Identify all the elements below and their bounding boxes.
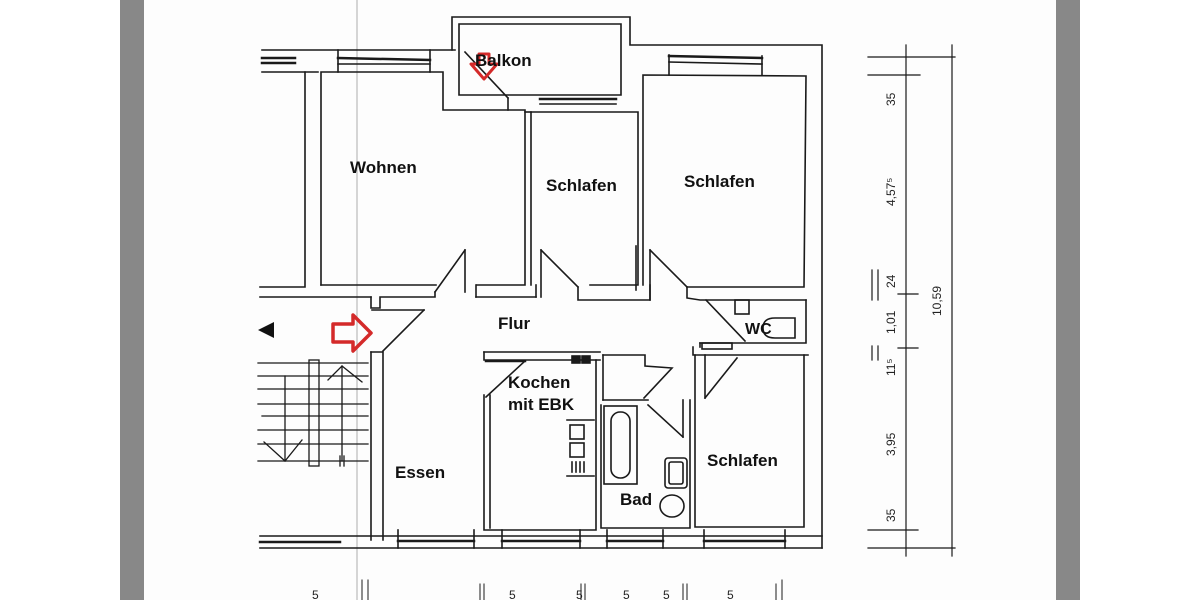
dim-bottom-2: 5	[509, 588, 516, 602]
room-bad-walls	[600, 354, 691, 529]
left-frame-bar	[120, 0, 144, 600]
room-schlafen-1-walls	[475, 111, 651, 301]
dim-bottom-4: 5	[623, 588, 630, 602]
room-label-schlafen-3: Schlafen	[707, 451, 778, 470]
hallway-walls	[370, 308, 426, 541]
dim-label-total: 10,59	[930, 285, 944, 316]
room-label-kochen-line1: Kochen	[508, 373, 571, 392]
room-label-schlafen-1: Schlafen	[546, 176, 617, 195]
dim-bottom-3: 5	[576, 588, 583, 602]
top-left-windows	[260, 49, 456, 73]
dim-bottom-1: 5	[312, 588, 319, 602]
dim-label-101: 1,01	[884, 310, 898, 334]
room-label-kochen-line2: mit EBK	[508, 395, 575, 414]
dim-label-24: 24	[884, 274, 898, 288]
dim-label-457: 4,57⁵	[884, 177, 898, 206]
dim-label-bottom-35: 35	[884, 508, 898, 522]
right-frame-bar	[1056, 0, 1080, 600]
room-schlafen-2-walls	[642, 54, 807, 301]
room-label-wohnen: Wohnen	[350, 158, 417, 177]
room-label-essen: Essen	[395, 463, 446, 482]
room-label-bad: Bad	[620, 490, 653, 509]
room-label-flur: Flur	[498, 314, 531, 333]
room-label-balkon: Balkon	[475, 51, 532, 70]
balcony-outline	[451, 16, 823, 549]
dim-label-top-35: 35	[884, 92, 898, 106]
room-label-schlafen-2: Schlafen	[684, 172, 755, 191]
stair-direction-icon	[258, 322, 274, 338]
room-schlafen-3-walls	[694, 354, 805, 528]
entrance-arrow-icon	[331, 313, 373, 353]
bottom-dimension-ticks	[361, 579, 783, 600]
dim-label-115: 11⁵	[884, 358, 898, 376]
vertical-dimension-lines	[867, 44, 956, 557]
balcony-arrow-icon	[469, 52, 499, 81]
room-label-wc: WC	[745, 321, 772, 338]
dim-bottom-6: 5	[727, 588, 734, 602]
room-wc-walls	[692, 298, 809, 356]
room-wohnen-walls	[259, 71, 526, 309]
dim-bottom-5: 5	[663, 588, 670, 602]
staircase	[257, 359, 369, 467]
dim-label-395: 3,95	[884, 432, 898, 456]
bottom-outer-wall	[258, 529, 823, 549]
room-kochen-walls	[483, 351, 601, 531]
